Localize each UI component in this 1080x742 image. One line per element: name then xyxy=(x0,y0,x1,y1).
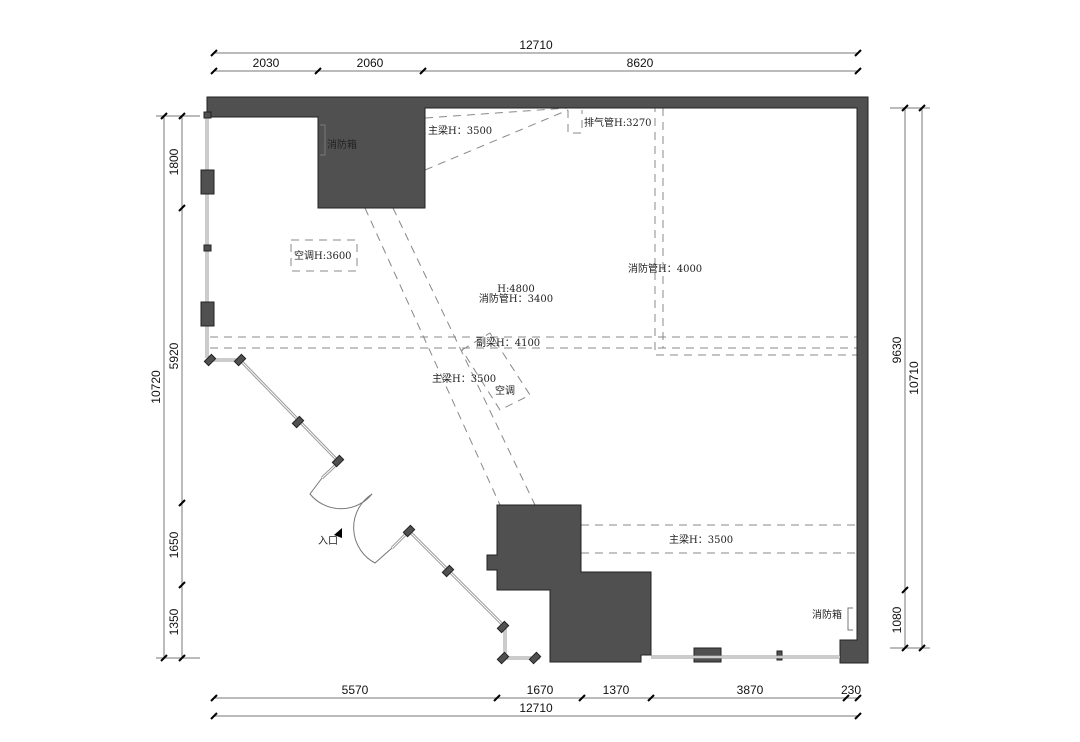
dim-bottom-total: 12710 xyxy=(519,701,553,715)
dim-left-1: 1800 xyxy=(167,148,181,175)
label-ac: 空调 xyxy=(495,384,515,397)
dim-top-2: 2060 xyxy=(357,56,384,70)
dim-bottom-5: 230 xyxy=(841,683,861,697)
dim-left-4: 1350 xyxy=(167,608,181,635)
dim-bottom-2: 1670 xyxy=(527,683,554,697)
top-dimension: 12710 2030 2060 8620 xyxy=(210,38,862,75)
label-height: H:4800 xyxy=(497,284,535,295)
dim-bottom-1: 5570 xyxy=(342,683,369,697)
dim-right-2: 1080 xyxy=(890,606,904,633)
label-main-beam-diag: 主梁H：3500 xyxy=(432,372,496,385)
label-ac-h: 空调H:3600 xyxy=(294,249,352,262)
walls xyxy=(206,96,869,664)
left-dimension: 10720 1800 5920 1650 1350 xyxy=(149,112,200,662)
dim-top-1: 2030 xyxy=(253,56,280,70)
dim-bottom-3: 1370 xyxy=(603,683,630,697)
door-right-leaf xyxy=(353,493,393,564)
annotations: 消防箱 主梁H：3500 排气管H:3270 空调H:3600 消防管H：400… xyxy=(294,116,842,621)
label-main-beam-bottom: 主梁H：3500 xyxy=(669,533,733,546)
right-dimension: 9630 1080 10710 xyxy=(890,104,930,652)
label-entrance: 入口 xyxy=(318,536,338,547)
label-main-beam-top: 主梁H：3500 xyxy=(428,124,492,137)
fire-box-bottom-symbol xyxy=(847,607,853,631)
label-fire-pipe-right: 消防管H：4000 xyxy=(628,262,702,275)
dim-bottom-4: 3870 xyxy=(737,683,764,697)
fire-box-top-symbol xyxy=(320,124,326,156)
dim-left-total: 10720 xyxy=(149,370,163,404)
door-left-leaf xyxy=(309,477,373,510)
column-bottom xyxy=(486,504,652,663)
dim-right-1: 9630 xyxy=(890,336,904,363)
dim-top-total: 12710 xyxy=(519,38,553,52)
dim-left-3: 1650 xyxy=(167,531,181,558)
dim-top-3: 8620 xyxy=(627,56,654,70)
entrance-arrow-icon xyxy=(334,528,342,538)
label-fire-pipe-center: 消防管H：3400 xyxy=(479,292,553,305)
bottom-dimension: 5570 1670 1370 3870 230 12710 xyxy=(210,683,862,720)
label-secondary-beam: 副梁H：4100 xyxy=(476,336,540,349)
dim-right-total: 10710 xyxy=(907,361,921,395)
label-fire-box-bottom: 消防箱 xyxy=(812,608,842,621)
dim-left-2: 5920 xyxy=(167,342,181,369)
label-fire-box-top: 消防箱 xyxy=(327,138,357,151)
windows xyxy=(200,111,840,665)
outer-wall xyxy=(206,96,869,664)
label-exhaust-pipe: 排气管H:3270 xyxy=(584,116,652,129)
overhead-dashed-lines xyxy=(210,107,859,554)
